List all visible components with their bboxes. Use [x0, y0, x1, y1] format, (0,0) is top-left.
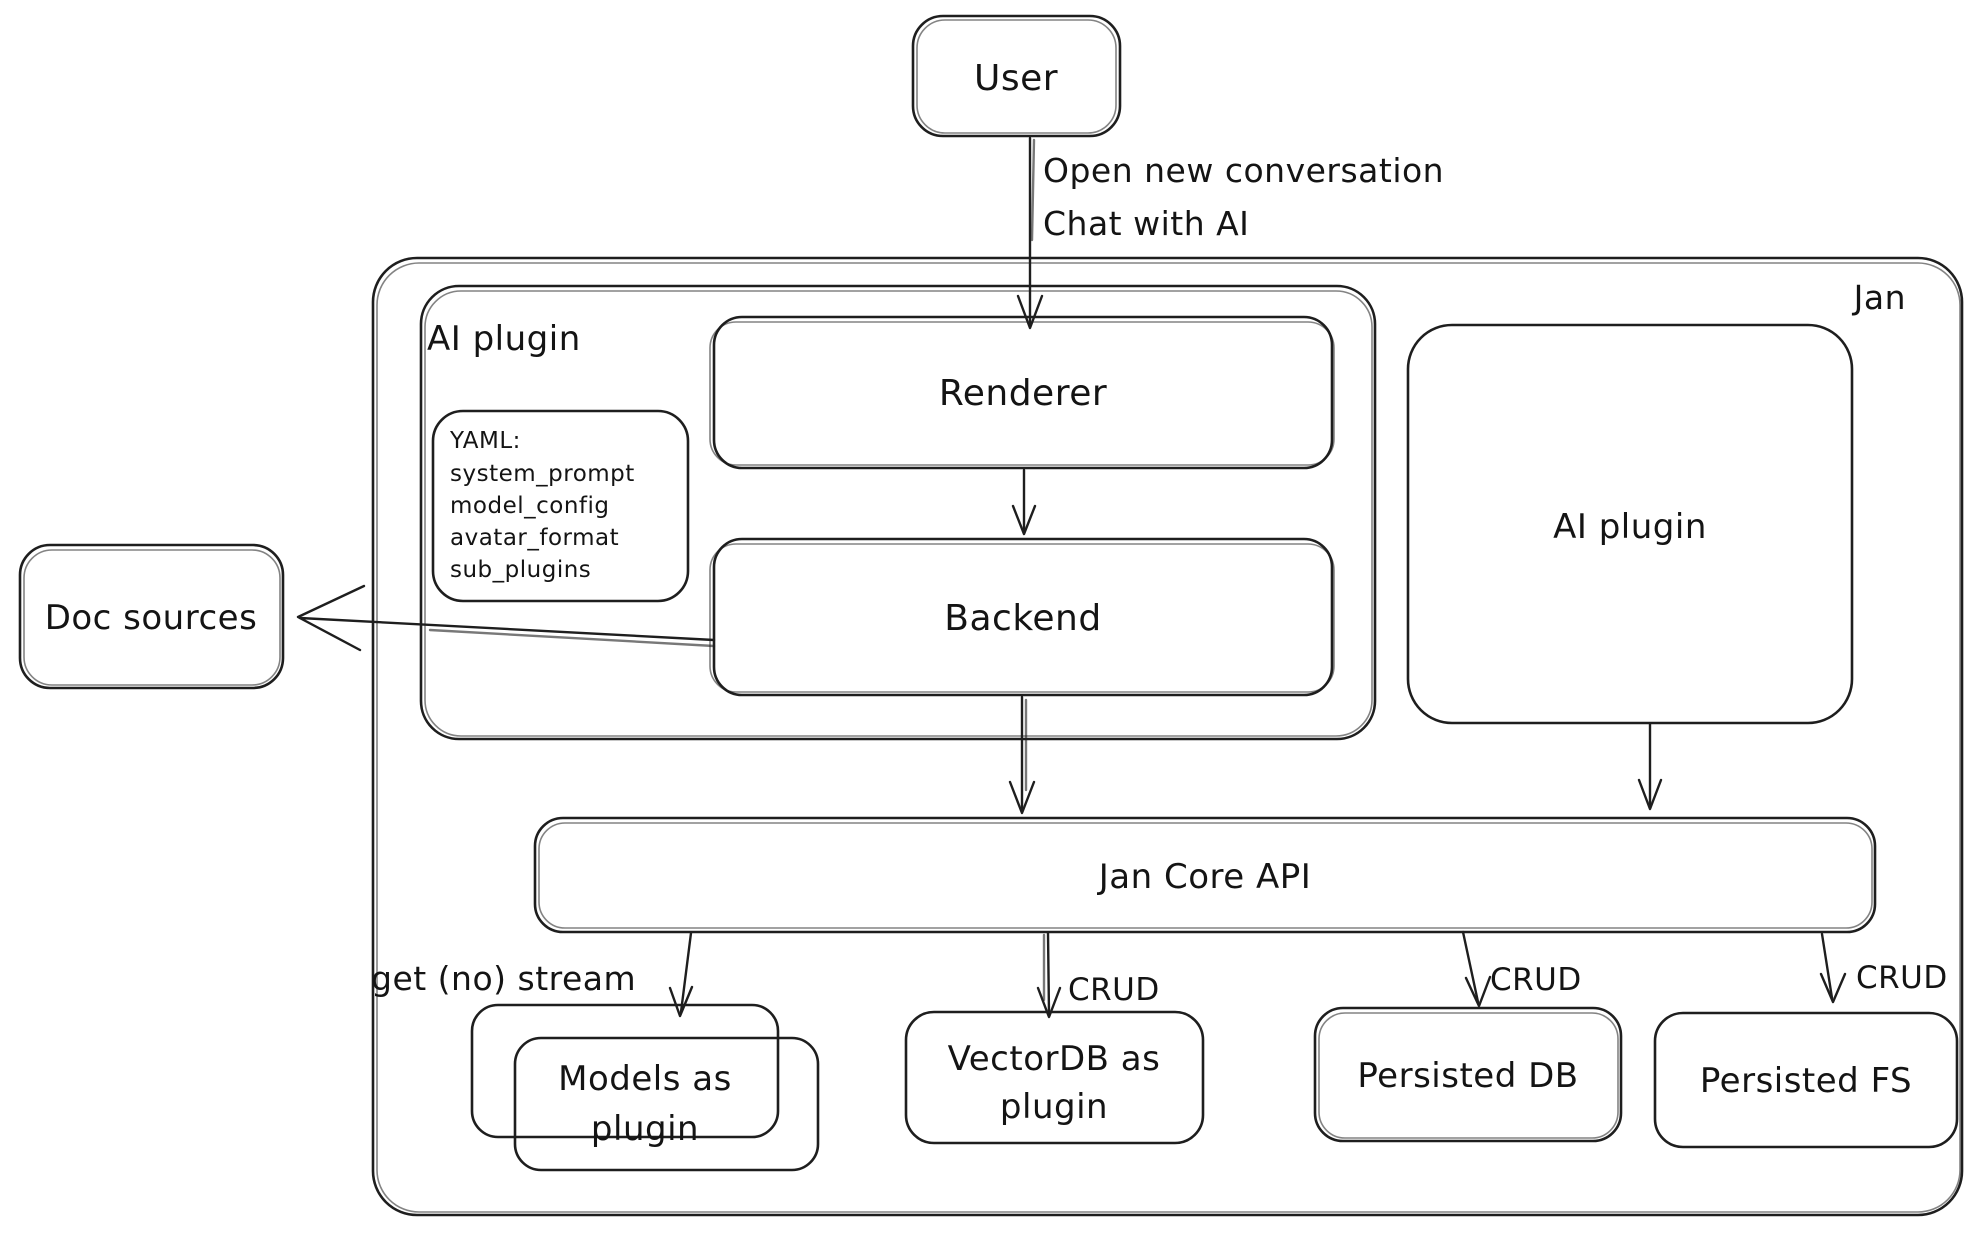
backend-box-echo	[709, 543, 1335, 693]
renderer-box-echo	[709, 321, 1335, 466]
models-node: Models as plugin	[470, 1003, 820, 1172]
vectordb-node: VectorDB as plugin	[904, 1010, 1205, 1145]
backend-box	[712, 537, 1334, 697]
jan-container-box-echo	[376, 262, 1961, 1213]
jan-core-api-box-echo	[538, 822, 1873, 929]
user-node: User	[911, 14, 1122, 138]
edge-crud-label: CRUD	[1856, 960, 1948, 996]
vectordb-box	[904, 1010, 1205, 1145]
arrowhead-down-icon	[1016, 294, 1044, 330]
arrowhead-down-icon	[668, 985, 694, 1018]
ai-plugin-container-label: AI plugin	[427, 319, 581, 359]
renderer-box	[712, 315, 1334, 470]
edge-line-echo	[1030, 138, 1036, 242]
jan-core-api-node: Jan Core API	[533, 816, 1877, 934]
edge-line	[298, 616, 716, 642]
models-label-line2: plugin	[591, 1109, 699, 1149]
user-box	[911, 14, 1122, 138]
edge-line	[1046, 931, 1051, 1016]
vectordb-label-line2: plugin	[1000, 1087, 1108, 1127]
arrowhead-down-icon	[1464, 975, 1492, 1008]
arrowhead-down-icon	[1008, 780, 1036, 815]
edge-renderer-to-backend	[1011, 468, 1037, 536]
edge-get-no-stream-label: get (no) stream	[371, 959, 636, 998]
persisted-db-node: Persisted DB	[1313, 1006, 1623, 1143]
yaml-note-line: avatar_format	[450, 525, 619, 551]
doc-sources-box-echo	[23, 549, 281, 686]
edge-core-to-vectordb: CRUD	[1036, 931, 1160, 1019]
persisted-db-label: Persisted DB	[1357, 1056, 1578, 1096]
renderer-label: Renderer	[939, 373, 1107, 414]
yaml-note-line: model_config	[450, 493, 610, 519]
edge-crud-label: CRUD	[1068, 972, 1160, 1008]
ai-plugin-right-box	[1406, 323, 1854, 725]
ai-plugin-container-box-echo	[424, 290, 1373, 737]
yaml-note-box	[431, 409, 690, 603]
ai-plugin-right-node: AI plugin	[1406, 323, 1854, 725]
edge-line	[679, 931, 693, 1014]
models-label-line1: Models as	[558, 1059, 732, 1099]
arrowhead-down-icon	[1036, 986, 1062, 1019]
edge-core-to-models: get (no) stream	[371, 931, 694, 1018]
edge-line	[1461, 930, 1480, 1004]
edge-user-label-line2: Chat with AI	[1043, 204, 1249, 243]
ai-plugin-right-label: AI plugin	[1553, 507, 1707, 547]
doc-sources-node: Doc sources	[18, 543, 285, 690]
arrowhead-down-icon	[1637, 778, 1663, 811]
persisted-db-box-echo	[1318, 1012, 1619, 1139]
yaml-note-line: YAML:	[449, 428, 521, 454]
edge-line-echo	[428, 628, 716, 648]
doc-sources-box	[18, 543, 285, 690]
edge-line	[1820, 932, 1834, 1000]
models-box-front	[513, 1036, 820, 1172]
doc-sources-label: Doc sources	[45, 598, 258, 638]
edge-user-to-renderer: Open new conversation Chat with AI	[1016, 136, 1444, 330]
edge-core-to-persisted-fs: CRUD	[1819, 932, 1948, 1004]
arrowhead-down-icon	[1819, 972, 1847, 1004]
jan-container-label: Jan	[1852, 278, 1906, 317]
jan-core-api-label: Jan Core API	[1097, 857, 1312, 897]
yaml-note: YAML: system_prompt model_config avatar_…	[431, 409, 690, 603]
persisted-fs-box	[1653, 1011, 1959, 1149]
arrowhead-down-icon	[1011, 504, 1037, 536]
backend-label: Backend	[944, 598, 1101, 639]
persisted-fs-node: Persisted FS	[1653, 1011, 1959, 1149]
persisted-fs-label: Persisted FS	[1700, 1061, 1912, 1101]
edge-backend-to-doc-sources	[296, 584, 716, 652]
persisted-db-box	[1313, 1006, 1623, 1143]
vectordb-label-line1: VectorDB as	[948, 1039, 1161, 1079]
edge-ai-plugin-right-to-core	[1637, 722, 1663, 811]
user-box-echo	[916, 19, 1117, 134]
yaml-note-line: system_prompt	[450, 461, 635, 487]
arrowhead-left-icon	[296, 584, 366, 652]
yaml-note-line: sub_plugins	[450, 557, 591, 583]
edge-user-label-line1: Open new conversation	[1043, 151, 1444, 190]
backend-node: Backend	[709, 537, 1335, 697]
user-label: User	[974, 58, 1058, 99]
jan-core-api-box	[533, 816, 1877, 934]
edge-backend-to-core	[1008, 695, 1036, 815]
renderer-node: Renderer	[709, 315, 1335, 470]
edge-core-to-persisted-db: CRUD	[1461, 930, 1582, 1008]
edge-crud-label: CRUD	[1490, 962, 1582, 998]
